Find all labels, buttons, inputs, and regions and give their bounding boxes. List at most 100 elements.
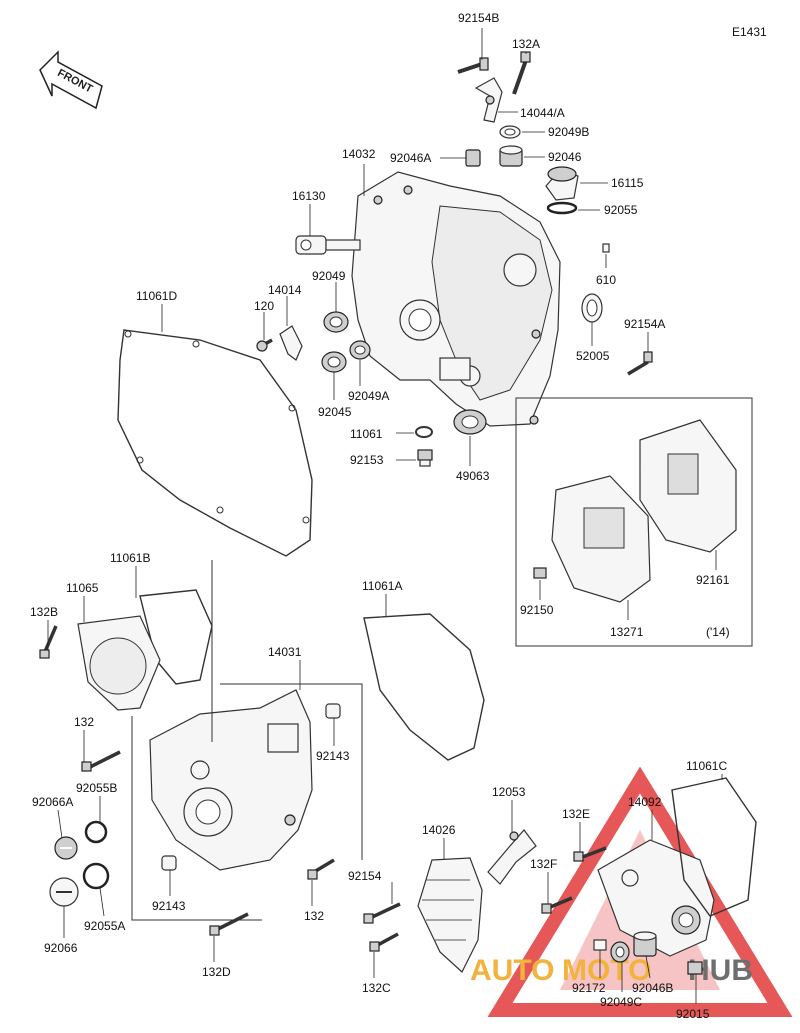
leader-frame-14031-right [220, 683, 363, 860]
label-11061A: 11061A [362, 579, 402, 593]
label-132B: 132B [30, 605, 58, 619]
cap-92066 [49, 877, 79, 907]
bolt-92154A [627, 351, 653, 376]
label-92066: 92066 [44, 941, 78, 955]
label-92049A: 92049A [348, 389, 389, 403]
bolt-92154B [457, 57, 489, 74]
guide-14026 [417, 857, 483, 973]
diagram-code: E1431 [732, 25, 767, 39]
label-16115: 16115 [611, 176, 644, 190]
collar-92172 [593, 939, 607, 951]
label-92153: 92153 [350, 453, 384, 467]
label-132D: 132D [202, 965, 231, 979]
seal-52005 [581, 293, 603, 323]
clutch-cover-14032 [351, 171, 561, 427]
label-120: 120 [254, 299, 274, 313]
label-14044A: 14044/A [520, 106, 565, 120]
label-11061D: 11061D [136, 289, 177, 303]
label-610: 610 [596, 273, 616, 287]
label-132E: 132E [562, 807, 590, 821]
label-92015: 92015 [676, 1007, 710, 1021]
bolt-132D [209, 912, 249, 936]
oil-filler-cap-16115 [545, 166, 579, 201]
bracket-14044A [474, 77, 503, 123]
watermark-text-auto: AUTO [470, 954, 554, 987]
label-11061B: 11061B [110, 551, 150, 565]
label-92066A: 92066A [32, 795, 73, 809]
o-ring-92055A [82, 862, 110, 890]
bolt-132B [39, 625, 58, 659]
generator-cover-14031 [149, 689, 313, 871]
gasket-11061D [117, 329, 313, 557]
label-92046: 92046 [548, 150, 582, 164]
dowel-92143-lower [161, 855, 177, 871]
label-11065: 11065 [66, 581, 99, 595]
label-132A: 132A [512, 37, 540, 51]
plate-92161 [639, 419, 737, 553]
label-132F: 132F [530, 857, 557, 871]
bolt-92150 [533, 567, 547, 579]
bearing-92046A [465, 149, 481, 167]
label-92154A: 92154A [624, 317, 665, 331]
oil-seal-92049A [349, 340, 371, 360]
label-14031: 14031 [268, 645, 302, 659]
label-52005: 52005 [576, 349, 610, 363]
leader-frame-14031-left [131, 716, 262, 921]
bolt-132-lower [307, 858, 335, 880]
label-14026: 14026 [422, 823, 456, 837]
label-92055B: 92055B [76, 781, 117, 795]
cover-14092 [597, 839, 715, 957]
label-92055A: 92055A [84, 919, 125, 933]
label-16130: 16130 [292, 189, 326, 203]
label-92161: 92161 [696, 573, 730, 587]
gasket-11061C [671, 777, 757, 917]
label-132-lower: 132 [304, 909, 324, 923]
bolt-92154 [363, 902, 401, 924]
label-92046B: 92046B [632, 981, 673, 995]
label-14032: 14032 [342, 147, 376, 161]
bolt-120 [256, 338, 273, 352]
label-49063: 49063 [456, 469, 490, 483]
label-92172: 92172 [572, 981, 606, 995]
label-14092: 14092 [628, 795, 662, 809]
o-ring-92055 [546, 201, 578, 215]
cap-92066A [54, 836, 78, 860]
label-11061: 11061 [350, 427, 383, 441]
label-92150: 92150 [520, 603, 554, 617]
plug-92153 [417, 449, 433, 467]
oil-seal-92049C [610, 941, 630, 963]
bracket-12053 [487, 829, 537, 885]
label-13271: 13271 [610, 625, 644, 639]
label-92154B: 92154B [458, 11, 499, 25]
label-92143-lower: 92143 [152, 899, 186, 913]
gasket-11061A [363, 613, 485, 761]
label-92049: 92049 [312, 269, 346, 283]
plate-13271 [551, 475, 651, 603]
label-92049C: 92049C [600, 995, 642, 1009]
label-92143-upper: 92143 [316, 749, 350, 763]
lever-14014 [279, 325, 303, 361]
variant-box-2014 [515, 397, 753, 647]
oil-seal-92049 [323, 311, 349, 333]
bearing-92046B [633, 931, 657, 957]
pin-610 [602, 243, 610, 253]
label-92046A: 92046A [390, 151, 431, 165]
bolt-132A [512, 51, 531, 95]
bolt-132-upper [81, 750, 121, 772]
label-92049B: 92049B [548, 125, 589, 139]
oil-seal-92045 [321, 351, 347, 373]
label-92055: 92055 [604, 203, 638, 217]
label-11061C: 11061C [686, 759, 727, 773]
label-14014: 14014 [268, 283, 302, 297]
watermark-text-moto: MOTO [562, 954, 651, 987]
oil-level-gauge-16130 [295, 235, 361, 255]
label-132C: 132C [362, 981, 391, 995]
dowel-92143-upper [325, 703, 341, 719]
label-92154: 92154 [348, 869, 382, 883]
label-132-upper: 132 [74, 715, 94, 729]
label-12053: 12053 [492, 785, 526, 799]
bolt-132F [541, 896, 573, 914]
bearing-92046 [499, 145, 523, 167]
